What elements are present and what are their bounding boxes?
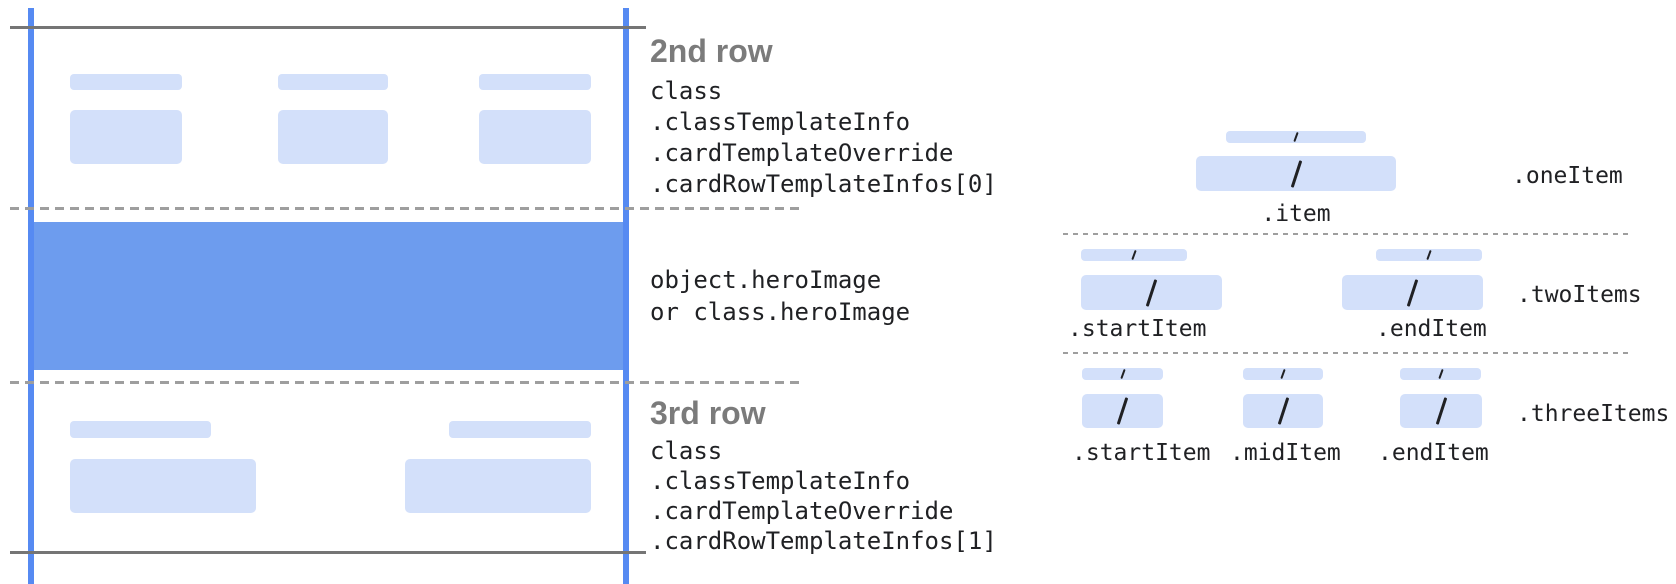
code-line: .classTemplateInfo — [650, 467, 911, 495]
item-label-bar — [1400, 368, 1481, 380]
field-label-bar — [70, 421, 211, 438]
layout-divider-dashed-line — [1063, 352, 1630, 354]
slash-icon — [1116, 397, 1129, 425]
layout-divider-dashed-line — [1063, 233, 1630, 235]
field-value-bar — [479, 110, 591, 164]
item-value-bar — [1342, 275, 1483, 310]
code-line: object.heroImage — [650, 266, 882, 294]
item-label-bar — [1243, 368, 1323, 380]
slot-label-end-item: .endItem — [1376, 316, 1487, 342]
item-value-bar — [1196, 156, 1396, 191]
slash-icon — [1435, 397, 1447, 425]
third-row-divider-dashed-line — [10, 381, 800, 384]
code-line: or class.heroImage — [650, 298, 911, 326]
item-label-bar — [1082, 368, 1163, 380]
item-label-bar — [1226, 131, 1366, 143]
card-right-edge-line — [623, 8, 629, 584]
slash-icon — [1280, 368, 1286, 380]
code-line: .cardTemplateOverride — [650, 497, 954, 525]
field-value-bar — [405, 459, 591, 513]
slash-icon — [1426, 249, 1432, 261]
row-label-three-items: .threeItems — [1517, 401, 1670, 427]
field-label-bar — [479, 74, 591, 90]
row-label-two-items: .twoItems — [1517, 282, 1642, 308]
slash-icon — [1145, 278, 1158, 307]
slash-icon — [1277, 397, 1289, 425]
card-bottom-boundary-line — [10, 551, 646, 554]
item-value-bar — [1400, 394, 1482, 428]
card-top-boundary-line — [10, 26, 646, 29]
code-line: .cardRowTemplateInfos[1] — [650, 527, 997, 555]
code-line: .cardTemplateOverride — [650, 139, 954, 167]
slot-label-end-item: .endItem — [1378, 440, 1489, 466]
item-label-bar — [1081, 249, 1187, 261]
slash-icon — [1293, 131, 1299, 143]
item-label-bar — [1376, 249, 1482, 261]
slash-icon — [1406, 278, 1419, 307]
slash-icon — [1437, 368, 1444, 380]
hero-image-annotation: object.heroImage or class.heroImage — [650, 264, 910, 328]
field-label-bar — [278, 74, 388, 90]
slash-icon — [1119, 368, 1126, 380]
slot-label-start-item: .startItem — [1068, 316, 1207, 342]
field-value-bar — [70, 459, 256, 513]
slot-label-item: .item — [1261, 201, 1331, 227]
item-value-bar — [1243, 394, 1323, 428]
row-label-one-item: .oneItem — [1512, 163, 1623, 189]
field-label-bar — [70, 74, 182, 90]
second-row-class-path: class .classTemplateInfo .cardTemplateOv… — [650, 76, 997, 200]
field-value-bar — [278, 110, 388, 164]
code-line: class — [650, 437, 723, 465]
second-row-heading: 2nd row — [650, 33, 773, 69]
field-label-bar — [449, 421, 591, 438]
second-row-divider-dashed-line — [10, 207, 800, 210]
code-line: .classTemplateInfo — [650, 108, 911, 136]
third-row-heading: 3rd row — [650, 395, 766, 431]
card-left-edge-line — [28, 8, 34, 584]
slot-label-mid-item: .midItem — [1230, 440, 1341, 466]
slash-icon — [1131, 249, 1137, 261]
slot-label-start-item: .startItem — [1072, 440, 1211, 466]
item-value-bar — [1081, 275, 1222, 310]
third-row-class-path: class .classTemplateInfo .cardTemplateOv… — [650, 436, 997, 556]
item-value-bar — [1082, 394, 1163, 428]
field-value-bar — [70, 110, 182, 164]
slash-icon — [1290, 159, 1302, 188]
hero-image-band — [34, 222, 623, 370]
code-line: .cardRowTemplateInfos[0] — [650, 170, 997, 198]
code-line: class — [650, 77, 723, 105]
